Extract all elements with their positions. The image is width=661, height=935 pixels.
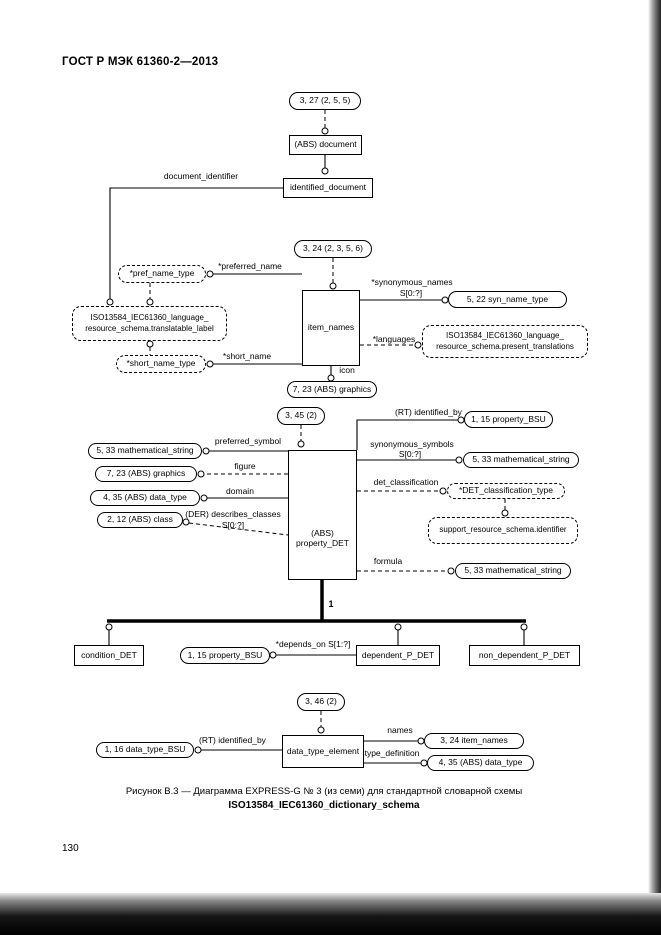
edge-label-languages: *languages [372,334,416,344]
edge-label-synonymous-names-cardinality: S[0:?] [399,288,423,298]
page-ref-item-names: 3, 24 (2, 3, 5, 6) [294,240,372,258]
edge-label-icon: icon [339,365,355,375]
schema-ref-support-resource-identifier: support_resource_schema.identifier [428,517,578,544]
schema-ref-present-translations-line2: resource_schema.present_translations [436,341,574,351]
edge-label-describes-classes-cardinality: S[0:?] [221,520,245,530]
entity-item-names: item_names [302,290,360,366]
page-ref-abs-class: 2, 12 (ABS) class [97,512,183,528]
figure-caption-schema-name: ISO13584_IEC61360_dictionary_schema [228,800,420,811]
edge-label-figure: figure [234,461,256,471]
edge-label-identified-by-property: (RT) identified_by [395,407,462,417]
page-ref-item-names-ref: 3, 24 item_names [424,733,524,749]
entity-abs-document: (ABS) document [289,135,362,155]
schema-ref-support-resource-identifier-text: support_resource_schema.identifier [439,525,567,535]
document-header: ГОСТ Р МЭК 61360-2—2013 [62,56,219,68]
schema-ref-present-translations: ISO13584_IEC61360_language_ resource_sch… [422,325,588,358]
edge-label-depends-on: *depends_on S[1:?] [275,639,351,649]
edge-label-identified-by-data-type: (RT) identified_by [199,735,266,745]
type-det-classification-type: *DET_classification_type [447,483,565,499]
entity-identified-document: identified_document [283,178,373,198]
edge-label-formula: formula [373,556,403,566]
edge-label-synonymous-names: *synonymous_names [371,277,453,287]
page-ref-mathematical-string-formula: 5, 33 mathematical_string [455,563,571,579]
type-short-name-type: *short_name_type [116,355,206,373]
schema-ref-translatable-label-line2: resource_schema.translatable_label [85,323,214,333]
page-ref-data-type-element: 3, 46 (2) [297,693,345,711]
edge-label-document-identifier: document_identifier [163,171,239,181]
entity-data-type-element: data_type_element [282,735,364,768]
type-pref-name-type: *pref_name_type [118,265,206,283]
page-ref-syn-name-type: 5, 22 syn_name_type [448,291,567,308]
figure-caption: Рисунок В.3 — Диаграмма EXPRESS-G № 3 (и… [125,786,523,797]
page-ref-abs-data-type: 4, 35 (ABS) data_type [427,755,534,771]
entity-property-det-line2: property_DET [296,538,349,549]
page-ref-mathematical-string-synonymous: 5, 33 mathematical_string [463,452,579,468]
page-ref-graphics-icon: 7, 23 (ABS) graphics [287,381,377,398]
edge-label-synonymous-symbols: synonymous_symbols [370,439,454,449]
page-number: 130 [62,843,79,854]
edge-label-domain: domain [226,486,254,496]
page-ref-property-det: 3, 45 (2) [277,407,325,425]
schema-ref-translatable-label: ISO13584_IEC61360_language_ resource_sch… [72,306,227,341]
edge-label-names: names [387,725,413,735]
edge-label-type-definition: type_definition [364,748,420,758]
schema-ref-translatable-label-line1: ISO13584_IEC61360_language_ [90,312,209,322]
scan-shadow-right [648,0,661,935]
edge-label-oneof: 1 [328,599,334,609]
page-ref-document: 3, 27 (2, 5, 5) [289,92,361,110]
page-ref-mathematical-string-preferred: 5, 33 mathematical_string [88,443,202,459]
edge-label-synonymous-symbols-cardinality: S[0:?] [398,449,422,459]
edge-label-describes-classes: (DER) describes_classes [185,509,281,519]
edge-label-preferred-symbol: preferred_symbol [214,436,282,446]
schema-ref-present-translations-line1: ISO13584_IEC61360_language_ [446,330,564,340]
edge-label-preferred-name: *preferred_name [218,261,282,271]
entity-condition-det: condition_DET [74,645,144,666]
page-ref-property-bsu-identified-by: 1, 15 property_BSU [464,411,553,428]
page-ref-graphics-figure: 7, 23 (ABS) graphics [95,466,197,482]
entity-property-det-line1: (ABS) [311,528,334,539]
edge-label-short-name: *short_name [222,351,272,361]
entity-non-dependent-p-det: non_dependent_P_DET [469,645,580,666]
entity-dependent-p-det: dependent_P_DET [356,645,440,666]
page-ref-property-bsu-depends-on: 1, 15 property_BSU [180,647,270,664]
edge-label-det-classification: det_classification [373,477,439,487]
page-ref-data-type-domain: 4, 35 (ABS) data_type [90,490,200,506]
entity-property-det: (ABS) property_DET [288,450,357,580]
scan-shadow-bottom [0,893,661,935]
page-ref-data-type-bsu: 1, 16 data_type_BSU [96,742,194,758]
